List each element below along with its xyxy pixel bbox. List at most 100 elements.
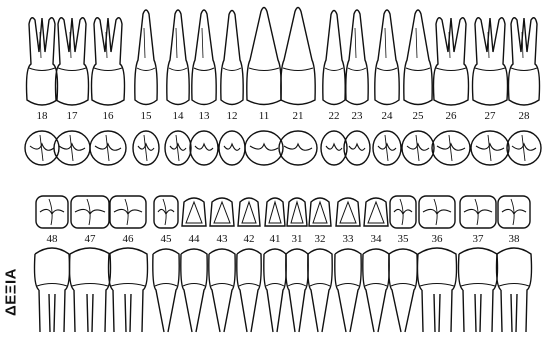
tooth-43-lower-lateral xyxy=(209,249,235,332)
tooth-34-lower-occlusal xyxy=(364,198,388,226)
tooth-number-33: 33 xyxy=(343,234,354,245)
tooth-27-upper-occlusal xyxy=(471,131,509,165)
tooth-28-upper-lateral xyxy=(509,18,540,105)
tooth-11-upper-lateral xyxy=(247,8,281,105)
tooth-number-47: 47 xyxy=(85,234,96,245)
tooth-number-31: 31 xyxy=(292,234,303,245)
tooth-11-upper-occlusal xyxy=(245,131,283,165)
tooth-28-upper-occlusal xyxy=(507,131,541,165)
tooth-22-upper-lateral xyxy=(323,11,345,105)
tooth-number-42: 42 xyxy=(244,234,255,245)
tooth-36-lower-occlusal xyxy=(419,196,455,228)
tooth-number-11: 11 xyxy=(259,111,270,122)
tooth-38-lower-lateral xyxy=(497,248,532,332)
tooth-24-upper-lateral xyxy=(375,10,399,105)
tooth-21-upper-lateral xyxy=(281,8,315,105)
tooth-27-upper-lateral xyxy=(473,18,508,105)
tooth-number-16: 16 xyxy=(103,111,114,122)
tooth-37-lower-lateral xyxy=(459,248,498,332)
tooth-36-lower-lateral xyxy=(418,248,457,332)
upper-teeth-lateral-row xyxy=(27,8,540,106)
tooth-number-26: 26 xyxy=(446,111,457,122)
tooth-number-12: 12 xyxy=(227,111,238,122)
tooth-13-upper-lateral xyxy=(192,10,216,105)
tooth-46-lower-lateral xyxy=(109,248,148,332)
tooth-number-38: 38 xyxy=(509,234,520,245)
tooth-number-48: 48 xyxy=(47,234,58,245)
tooth-number-27: 27 xyxy=(485,111,496,122)
tooth-number-28: 28 xyxy=(519,111,530,122)
tooth-22-upper-occlusal xyxy=(321,131,347,165)
tooth-47-lower-occlusal xyxy=(71,196,109,228)
tooth-number-44: 44 xyxy=(189,234,200,245)
tooth-42-lower-lateral xyxy=(237,249,261,332)
tooth-33-lower-occlusal xyxy=(336,198,360,226)
tooth-45-lower-occlusal xyxy=(154,196,178,228)
tooth-number-24: 24 xyxy=(382,111,393,122)
tooth-26-upper-occlusal xyxy=(432,131,470,165)
tooth-24-upper-occlusal xyxy=(373,131,401,165)
tooth-43-lower-occlusal xyxy=(210,198,234,226)
tooth-23-upper-lateral xyxy=(346,10,368,105)
tooth-number-34: 34 xyxy=(371,234,382,245)
tooth-number-17: 17 xyxy=(67,111,78,122)
tooth-38-lower-occlusal xyxy=(498,196,530,228)
tooth-32-lower-lateral xyxy=(308,249,332,332)
tooth-number-21: 21 xyxy=(293,111,304,122)
tooth-41-lower-occlusal xyxy=(265,198,285,226)
tooth-17-upper-lateral xyxy=(56,18,89,105)
tooth-48-lower-occlusal xyxy=(36,196,68,228)
tooth-16-upper-lateral xyxy=(92,18,125,105)
lower-teeth-occlusal-row xyxy=(36,196,530,228)
tooth-number-41: 41 xyxy=(270,234,281,245)
tooth-12-upper-lateral xyxy=(221,11,243,105)
tooth-32-lower-occlusal xyxy=(309,198,331,226)
upper-teeth-occlusal-row xyxy=(25,131,541,165)
tooth-number-25: 25 xyxy=(413,111,424,122)
tooth-number-14: 14 xyxy=(173,111,184,122)
tooth-number-36: 36 xyxy=(432,234,443,245)
tooth-number-35: 35 xyxy=(398,234,409,245)
tooth-number-32: 32 xyxy=(315,234,326,245)
tooth-21-upper-occlusal xyxy=(279,131,317,165)
tooth-48-lower-lateral xyxy=(35,248,70,332)
tooth-number-43: 43 xyxy=(217,234,228,245)
tooth-35-lower-occlusal xyxy=(390,196,416,228)
tooth-13-upper-occlusal xyxy=(190,131,218,165)
tooth-23-upper-occlusal xyxy=(344,131,370,165)
tooth-number-13: 13 xyxy=(199,111,210,122)
tooth-35-lower-lateral xyxy=(389,249,417,332)
tooth-number-46: 46 xyxy=(123,234,134,245)
side-label-container: ΔΕΞΙΑ xyxy=(0,252,22,332)
tooth-46-lower-occlusal xyxy=(110,196,146,228)
tooth-34-lower-lateral xyxy=(363,249,389,332)
tooth-26-upper-lateral xyxy=(434,18,469,105)
tooth-25-upper-occlusal xyxy=(402,131,434,165)
tooth-37-lower-occlusal xyxy=(460,196,496,228)
tooth-14-upper-lateral xyxy=(167,10,189,105)
tooth-42-lower-occlusal xyxy=(238,198,260,226)
tooth-12-upper-occlusal xyxy=(219,131,245,165)
tooth-45-lower-lateral xyxy=(153,249,179,332)
tooth-15-upper-lateral xyxy=(135,10,157,105)
tooth-number-45: 45 xyxy=(161,234,172,245)
tooth-44-lower-occlusal xyxy=(182,198,206,226)
tooth-number-37: 37 xyxy=(473,234,484,245)
tooth-15-upper-occlusal xyxy=(133,131,159,165)
side-label: ΔΕΞΙΑ xyxy=(3,268,20,316)
tooth-number-23: 23 xyxy=(352,111,363,122)
tooth-33-lower-lateral xyxy=(335,249,361,332)
tooth-number-15: 15 xyxy=(141,111,152,122)
tooth-44-lower-lateral xyxy=(181,249,207,332)
lower-teeth-lateral-row xyxy=(35,248,532,332)
tooth-31-lower-lateral xyxy=(286,249,308,332)
tooth-number-18: 18 xyxy=(37,111,48,122)
tooth-31-lower-occlusal xyxy=(287,198,307,226)
tooth-41-lower-lateral xyxy=(264,249,286,332)
tooth-25-upper-lateral xyxy=(404,10,432,105)
tooth-number-22: 22 xyxy=(329,111,340,122)
tooth-47-lower-lateral xyxy=(70,248,111,332)
tooth-14-upper-occlusal xyxy=(165,131,191,165)
tooth-18-upper-lateral xyxy=(27,18,58,105)
